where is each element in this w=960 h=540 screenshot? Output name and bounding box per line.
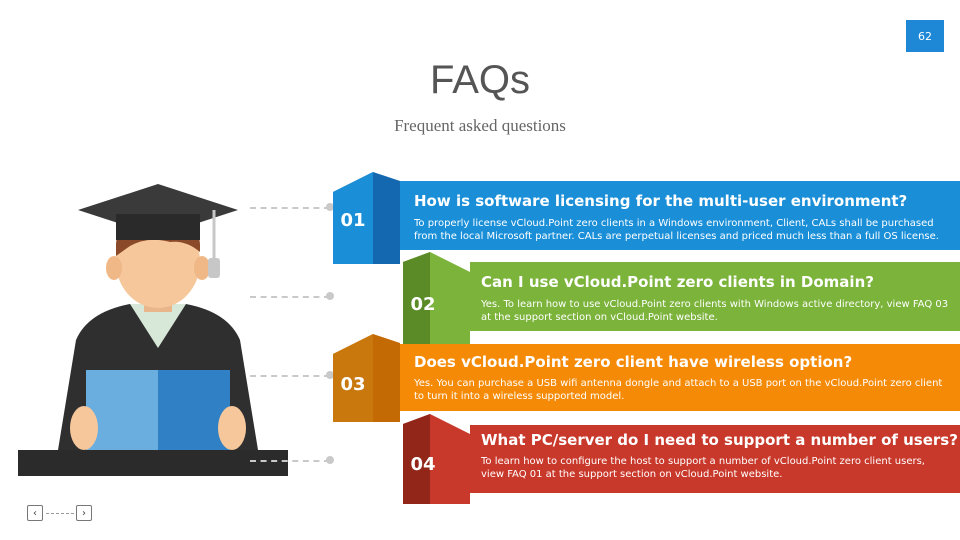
connector-line-4: [250, 460, 330, 462]
faq-number-block-4: [403, 414, 470, 504]
faq-item-4: What PC/server do I need to support a nu…: [470, 425, 960, 493]
faq-answer-1: To properly license vCloud.Point zero cl…: [414, 218, 939, 242]
faq-question-1: How is software licensing for the multi-…: [414, 192, 908, 210]
faq-question-2: Can I use vCloud.Point zero clients in D…: [481, 273, 874, 291]
page-number: 62: [918, 29, 932, 43]
chevron-left-icon: ‹: [33, 507, 37, 519]
faq-item-3: Does vCloud.Point zero client have wirel…: [400, 344, 960, 411]
connector-line-1: [250, 207, 330, 209]
connector-line-3: [250, 375, 330, 377]
faq-number-block-1: [333, 172, 400, 264]
next-slide-button[interactable]: ›: [76, 505, 92, 521]
connector-dot-3: [326, 371, 334, 379]
page-title: FAQs: [429, 58, 531, 102]
faq-number-block-2: [403, 252, 470, 344]
faq-number-block-3: [333, 334, 400, 422]
faq-number-4: 04: [410, 453, 436, 475]
prev-slide-button[interactable]: ‹: [27, 505, 43, 521]
faq-number-3: 03: [340, 373, 366, 395]
page-subtitle: Frequent asked questions: [394, 116, 566, 135]
nav-connector: [46, 513, 74, 514]
faq-number-2: 02: [410, 293, 436, 315]
faq-answer-4: To learn how to configure the host to su…: [481, 456, 925, 480]
connector-dot-2: [326, 292, 334, 300]
connector-line-2: [250, 296, 330, 298]
faq-number-1: 01: [340, 209, 366, 231]
graduate-illustration: [18, 184, 288, 476]
faq-question-3: Does vCloud.Point zero client have wirel…: [414, 353, 853, 371]
faq-question-4: What PC/server do I need to support a nu…: [481, 431, 958, 449]
connector-dot-4: [326, 456, 334, 464]
faq-answer-3: Yes. You can purchase a USB wifi antenna…: [414, 378, 943, 402]
connector-dot-1: [326, 203, 334, 211]
faq-answer-2: Yes. To learn how to use vCloud.Point ze…: [481, 299, 949, 323]
page-number-badge: 62: [906, 20, 944, 52]
faq-item-1: How is software licensing for the multi-…: [400, 181, 960, 250]
chevron-right-icon: ›: [82, 507, 86, 519]
faq-item-2: Can I use vCloud.Point zero clients in D…: [470, 262, 960, 331]
